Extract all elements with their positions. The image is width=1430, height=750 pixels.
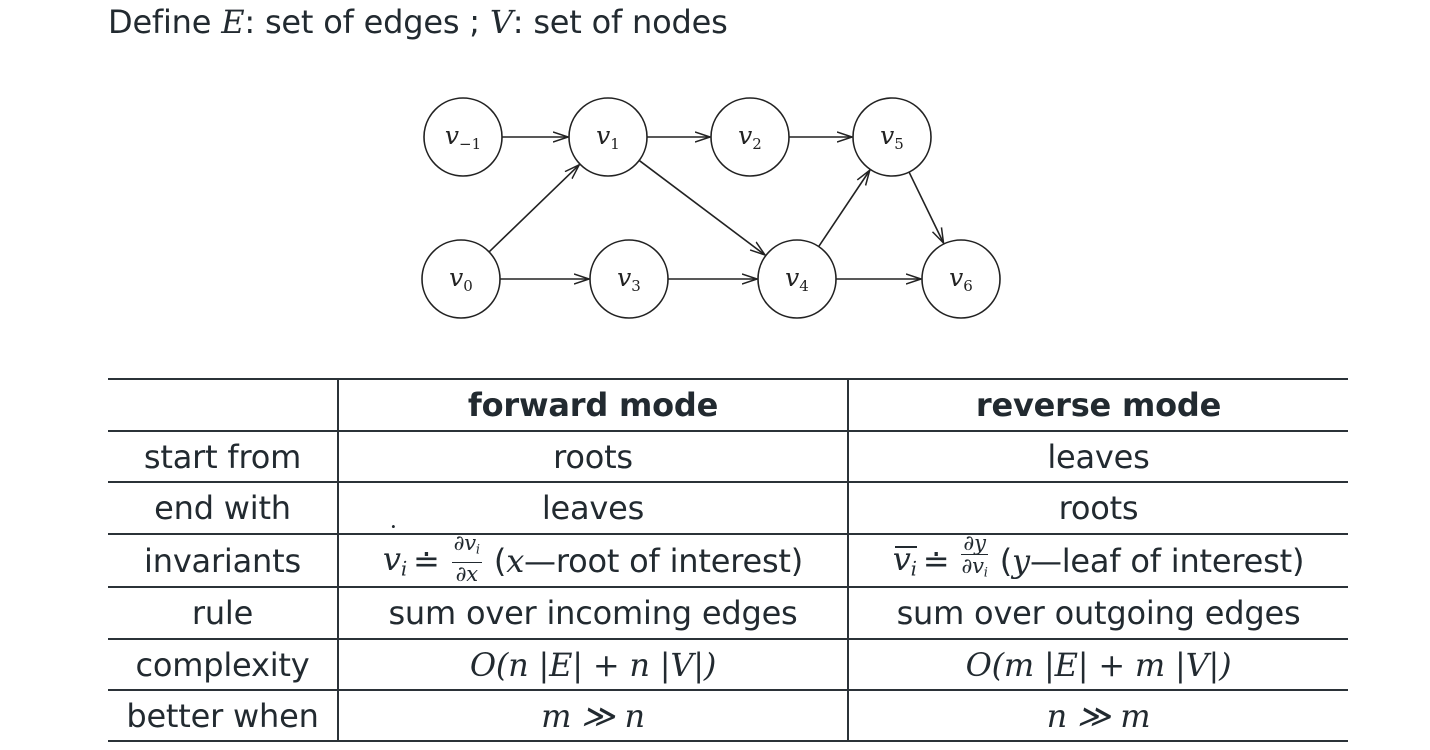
reverse-fraction-denominator: ∂vi — [961, 555, 987, 585]
node-set-symbol: V — [489, 3, 513, 41]
graph-nodes: v−1 v1 v2 v5 v0 v3 v4 v6 — [421, 97, 1001, 319]
table-rule — [108, 430, 1348, 432]
forward-partial-fraction: ∂vi ∂x — [451, 531, 482, 586]
reverse-invariant-lhs: vi — [893, 540, 917, 581]
reverse-lhs-subscript: i — [910, 557, 917, 581]
edge-set-description: : set of edges ; — [244, 3, 490, 41]
row-label-start-from: start from — [143, 437, 302, 476]
graph-node-v3: v3 — [589, 239, 669, 319]
computational-graph: v−1 v1 v2 v5 v0 v3 v4 v6 — [421, 97, 1001, 319]
row-label-better-when: better when — [126, 696, 319, 735]
forward-invariant-lhs: vi — [382, 522, 407, 581]
reverse-invariant-note: (y—leaf of interest) — [999, 541, 1305, 580]
graph-node-circle — [568, 97, 648, 177]
graph-edge-v4-to-v5 — [818, 170, 870, 248]
row-label-end-with: end with — [154, 489, 291, 527]
table-bottom-rule — [108, 740, 1348, 742]
row-label-invariants: invariants — [144, 541, 301, 580]
graph-node-label: v2 — [738, 121, 762, 153]
reverse-relation: ≐ — [922, 541, 950, 580]
forward-numerator-text: ∂v — [453, 531, 477, 556]
graph-node-v4: v4 — [757, 239, 837, 319]
table-column-divider — [847, 378, 849, 742]
graph-node-circle — [589, 239, 669, 319]
graph-node-v0: v0 — [421, 239, 501, 319]
forward-start-from: roots — [553, 437, 633, 476]
reverse-end-with: roots — [1058, 489, 1139, 527]
reverse-rule: sum over outgoing edges — [896, 594, 1301, 632]
definition-line: Define E: set of edges ; V: set of nodes — [108, 2, 728, 42]
reverse-partial-fraction: ∂y ∂vi — [961, 531, 988, 585]
reverse-complexity: O(m |E| + m |V|) — [965, 645, 1232, 684]
graph-node-v2: v2 — [710, 97, 790, 177]
reverse-invariant-formula: vi ≐ ∂y ∂vi (y—leaf of interest) — [849, 531, 1348, 586]
graph-node-circle — [757, 239, 837, 319]
row-label-complexity: complexity — [135, 645, 310, 684]
graph-edge-v0-to-v1 — [488, 165, 579, 253]
row-label-rule: rule — [191, 594, 254, 632]
graph-node-label: v3 — [617, 263, 641, 295]
graph-node-v1: v1 — [568, 97, 648, 177]
forward-fraction-numerator: ∂vi — [451, 531, 482, 563]
graph-node-label: v5 — [880, 121, 904, 153]
forward-invariant-formula: vi ≐ ∂vi ∂x (x—root of interest) — [339, 522, 847, 586]
forward-complexity: O(n |E| + n |V|) — [469, 645, 717, 684]
forward-better-when: m ≫ n — [541, 696, 645, 735]
definition-prefix: Define — [108, 3, 222, 41]
table-rule — [108, 638, 1348, 640]
forward-fraction-denominator: ∂x — [455, 561, 479, 586]
reverse-note-text: —leaf of interest — [1029, 541, 1292, 580]
forward-end-with: leaves — [541, 489, 645, 527]
graph-node-circle — [921, 239, 1001, 319]
header-forward-mode: forward mode — [467, 386, 719, 424]
graph-edge-v5-to-v6 — [908, 171, 943, 243]
table-rule — [108, 533, 1348, 535]
reverse-denominator-subscript: i — [983, 565, 988, 581]
graph-node-label: v6 — [949, 263, 973, 295]
reverse-lhs-base: v — [892, 540, 911, 579]
graph-node-label: v−1 — [445, 121, 481, 153]
reverse-note-variable: y — [1012, 541, 1030, 580]
node-set-description: : set of nodes — [512, 3, 728, 41]
reverse-denominator-text: ∂v — [961, 554, 984, 579]
graph-node-v6: v6 — [921, 239, 1001, 319]
forward-note-text: —root of interest — [524, 541, 791, 580]
graph-node-label: v1 — [596, 121, 620, 153]
graph-node-circle — [710, 97, 790, 177]
graph-node-v-1: v−1 — [423, 97, 503, 177]
table-column-divider — [337, 378, 339, 742]
reverse-better-when: n ≫ m — [1046, 696, 1151, 735]
reverse-start-from: leaves — [1047, 437, 1150, 476]
graph-node-circle — [852, 97, 932, 177]
edge-set-symbol: E — [221, 3, 245, 41]
forward-note-variable: x — [506, 541, 525, 580]
graph-node-circle — [423, 97, 503, 177]
graph-node-label: v4 — [785, 263, 809, 295]
forward-relation: ≐ — [412, 541, 440, 580]
table-rule — [108, 586, 1348, 588]
reverse-fraction-numerator: ∂y — [961, 531, 988, 556]
forward-lhs-base: v — [382, 540, 401, 579]
graph-edge-v1-to-v4 — [638, 159, 765, 255]
forward-lhs-subscript: i — [400, 557, 407, 581]
forward-rule: sum over incoming edges — [388, 594, 798, 632]
table-rule — [108, 689, 1348, 691]
forward-invariant-note: (x—root of interest) — [493, 541, 804, 580]
graph-node-v5: v5 — [852, 97, 932, 177]
forward-numerator-subscript: i — [475, 542, 480, 558]
table-top-rule — [108, 378, 1348, 380]
graph-node-circle — [421, 239, 501, 319]
header-reverse-mode: reverse mode — [975, 386, 1222, 424]
table-rule — [108, 481, 1348, 483]
graph-edges — [488, 137, 943, 279]
graph-node-label: v0 — [449, 263, 473, 295]
